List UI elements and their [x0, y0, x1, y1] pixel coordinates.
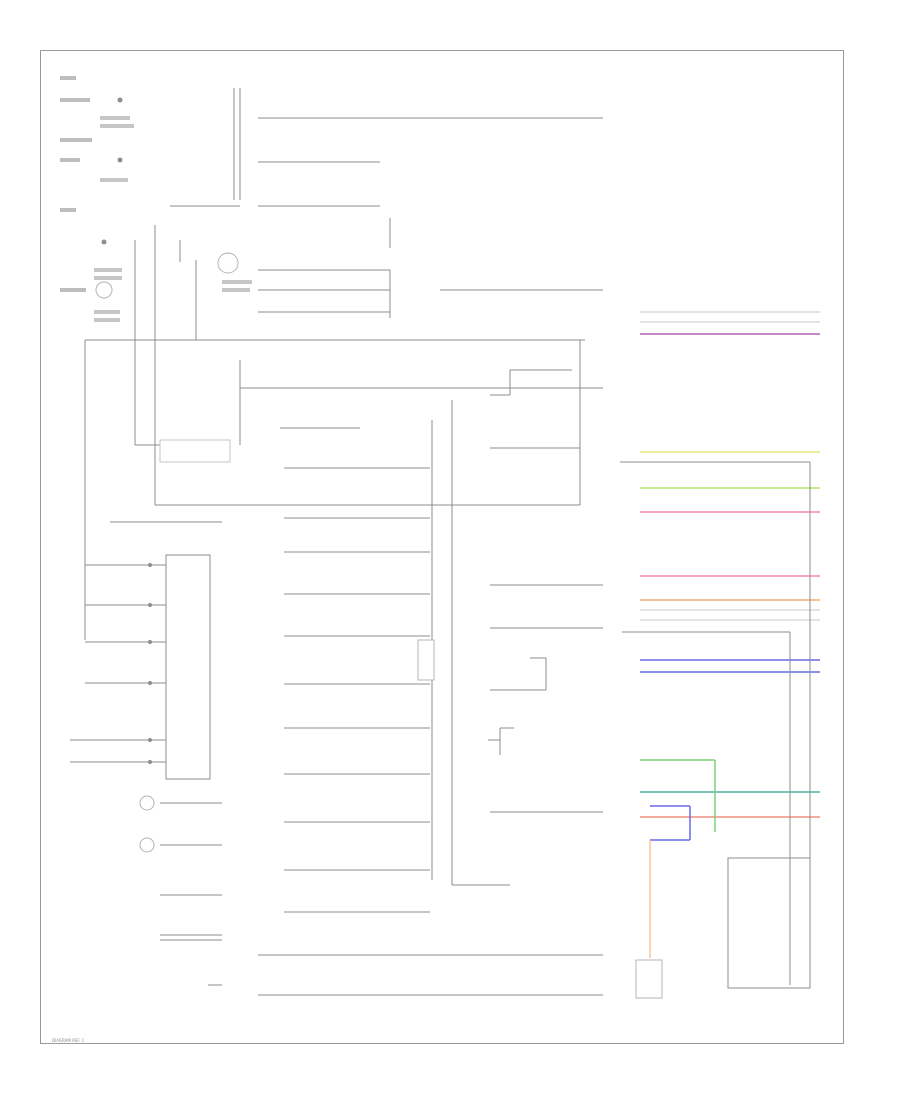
main-bus-lines — [84, 88, 603, 640]
left-connector-block — [70, 554, 222, 986]
diagram-frame — [40, 50, 844, 1044]
diagram-title: DIAGRAM REF. 1 — [52, 1038, 85, 1043]
center-gauge-rows — [110, 369, 603, 996]
right-harness — [620, 311, 820, 999]
left-components — [60, 76, 252, 322]
